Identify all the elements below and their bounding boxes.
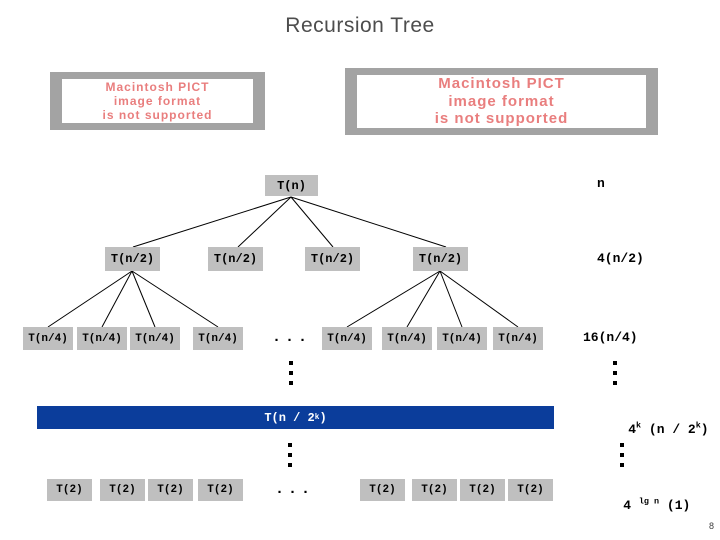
leaf-node: T(2) xyxy=(198,479,243,501)
page-title: Recursion Tree xyxy=(285,14,435,37)
leaf-node: T(2) xyxy=(100,479,145,501)
pict-text-line: is not supported xyxy=(102,108,213,123)
cost-label-root: n xyxy=(597,176,605,191)
pict-text-line: Macintosh PICT xyxy=(438,74,565,92)
tree-edge xyxy=(439,270,519,328)
cost-k-text: ) xyxy=(700,422,709,437)
tree-edge xyxy=(131,270,219,328)
page-number: 8 xyxy=(709,521,715,531)
cost-leaf-sup: lg n xyxy=(638,496,660,507)
level1-node: T(n/2) xyxy=(208,247,263,271)
level1-node: T(n/2) xyxy=(305,247,360,271)
cost-leaf-text: 4 xyxy=(623,498,639,513)
pict-placeholder-small: Macintosh PICT image format is not suppo… xyxy=(50,72,265,130)
vertical-ellipsis xyxy=(288,443,292,467)
cost-k-sup: k xyxy=(636,420,642,431)
level1-node: T(n/2) xyxy=(105,247,160,271)
leaf-node: T(2) xyxy=(412,479,457,501)
level2-node: T(n/4) xyxy=(493,327,543,350)
tree-edge xyxy=(290,196,334,248)
tree-edge xyxy=(406,270,441,328)
vertical-ellipsis xyxy=(613,361,617,385)
pict-message: Macintosh PICT image format is not suppo… xyxy=(62,79,253,123)
leaf-node: T(2) xyxy=(508,479,553,501)
tree-edge xyxy=(101,270,133,328)
tree-edge xyxy=(132,196,292,248)
cost-k-text: (n / 2 xyxy=(641,422,696,437)
bar-label-text: T(n / 2 xyxy=(264,410,315,425)
bar-label-text: ) xyxy=(319,410,327,425)
pict-text-line: image format xyxy=(448,92,555,110)
horizontal-ellipsis: ... xyxy=(272,329,312,346)
leaf-node: T(2) xyxy=(460,479,505,501)
level2-node: T(n/4) xyxy=(322,327,372,350)
tree-root-node: T(n) xyxy=(265,175,318,196)
pict-text-line: is not supported xyxy=(434,110,569,128)
horizontal-ellipsis: ... xyxy=(275,481,315,498)
vertical-ellipsis xyxy=(289,361,293,385)
pict-text-line: image format xyxy=(113,93,202,108)
tree-edge xyxy=(346,270,441,328)
pict-message: Macintosh PICT image format is not suppo… xyxy=(357,75,646,128)
tree-edge xyxy=(290,196,447,248)
leaf-node: T(2) xyxy=(148,479,193,501)
vertical-ellipsis xyxy=(620,443,624,467)
pict-placeholder-large: Macintosh PICT image format is not suppo… xyxy=(345,68,658,135)
level2-node: T(n/4) xyxy=(23,327,73,350)
tree-edge xyxy=(131,270,156,328)
level2-node: T(n/4) xyxy=(437,327,487,350)
leaf-node: T(2) xyxy=(47,479,92,501)
level2-node: T(n/4) xyxy=(193,327,243,350)
leaf-node: T(2) xyxy=(360,479,405,501)
cost-label-level-k: 4k (n / 2k) xyxy=(597,407,709,452)
level2-node: T(n/4) xyxy=(382,327,432,350)
cost-k-text: 4 xyxy=(628,422,637,437)
cost-label-leaves: 4 lg n (1) xyxy=(592,483,690,528)
cost-label-level2: 16(n/4) xyxy=(583,330,638,345)
level2-node: T(n/4) xyxy=(130,327,180,350)
pict-text-line: Macintosh PICT xyxy=(105,79,210,94)
tree-edge xyxy=(439,270,463,328)
cost-label-level1: 4(n/2) xyxy=(597,251,644,266)
cost-k-sup: k xyxy=(695,420,701,431)
cost-leaf-text: (1) xyxy=(659,498,691,513)
level1-node: T(n/2) xyxy=(413,247,468,271)
tree-edge xyxy=(237,196,292,248)
level2-node: T(n/4) xyxy=(77,327,127,350)
tree-edge xyxy=(47,270,133,328)
